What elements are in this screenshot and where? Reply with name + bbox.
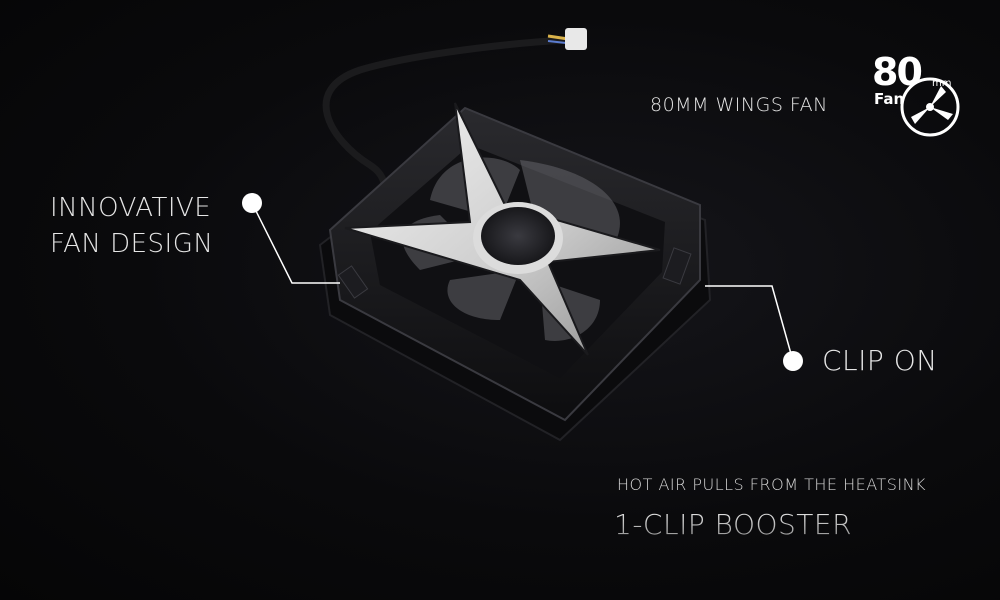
innovative-fan-design-label: INNOVATIVE FAN DESIGN	[50, 190, 213, 262]
wings-fan-label: 80MM WINGS FAN	[650, 94, 828, 116]
innovative-line-1: INNOVATIVE	[50, 193, 212, 223]
badge-ring	[900, 77, 960, 137]
booster-title: 1-CLIP BOOSTER	[614, 508, 853, 541]
badge-word: Fan	[874, 90, 905, 108]
fan-size-badge: 80 mm Fan	[862, 50, 962, 140]
clip-on-label: CLIP ON	[822, 344, 938, 377]
innovative-line-2: FAN DESIGN	[50, 229, 214, 259]
badge-fan-icon	[911, 86, 953, 124]
fan-hub	[481, 207, 555, 265]
fan-connector	[565, 28, 587, 50]
badge-size: 80	[872, 50, 923, 94]
fan-clip-left	[337, 265, 369, 299]
hot-air-label: HOT AIR PULLS FROM THE HEATSINK	[617, 475, 927, 494]
fan-cable	[322, 36, 579, 204]
badge-unit: mm	[932, 78, 952, 89]
callout-line-clip-on	[705, 285, 794, 362]
callout-line-innovative	[251, 202, 340, 284]
fan-clip-right	[662, 247, 692, 285]
